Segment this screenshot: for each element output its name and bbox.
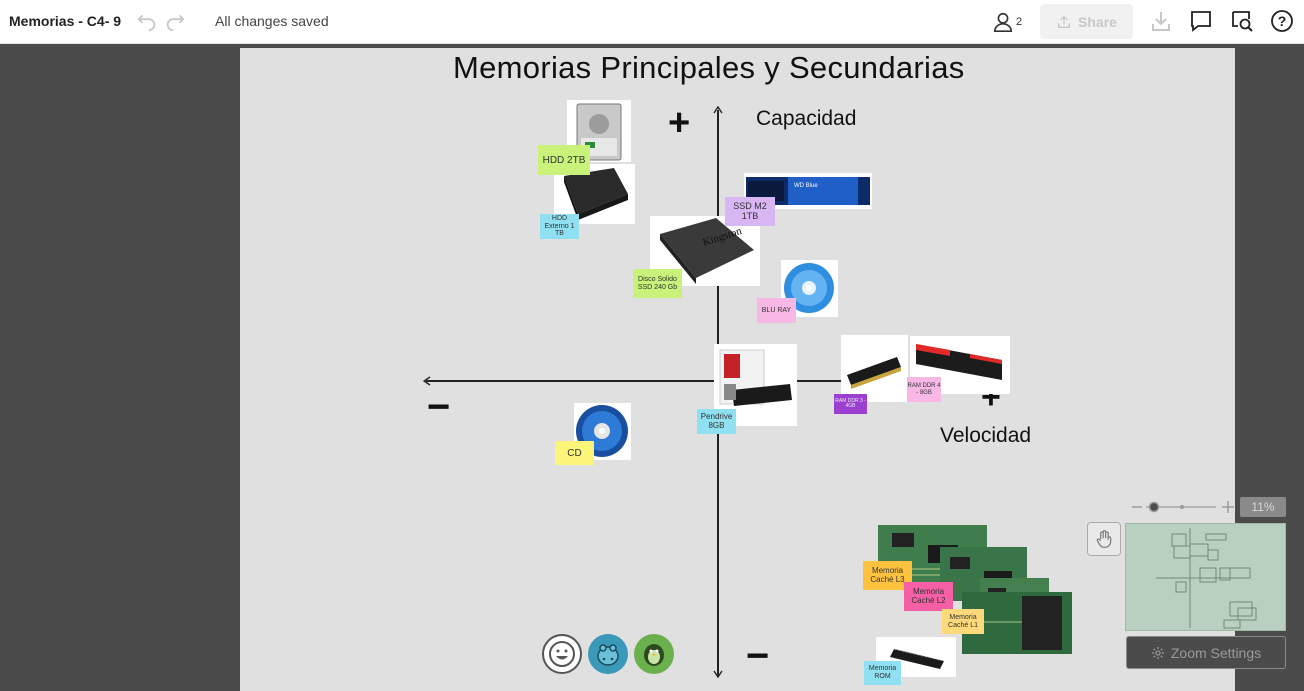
save-status: All changes saved xyxy=(215,13,329,29)
axis-arrow-up-icon xyxy=(713,106,723,114)
pan-hand-button[interactable] xyxy=(1087,522,1121,556)
sticky-ssd-m2[interactable]: SSD M2 1TB xyxy=(725,197,775,226)
minimap-panel[interactable] xyxy=(1125,523,1286,631)
sticky-cache-l3[interactable]: Memoria Caché L3 xyxy=(863,561,912,590)
capacidad-label: Capacidad xyxy=(756,107,857,130)
search-comments-icon[interactable] xyxy=(1230,9,1254,33)
sticky-hdd-2tb[interactable]: HDD 2TB xyxy=(538,145,590,175)
velocidad-label: Velocidad xyxy=(940,424,1032,447)
sticky-pendrive[interactable]: Pendrive 8GB xyxy=(697,409,736,434)
zoom-percentage[interactable]: 11% xyxy=(1240,497,1286,517)
ssd-kingston-image[interactable]: Kingston xyxy=(650,216,760,286)
sticky-cd[interactable]: CD xyxy=(555,441,594,465)
ram-ddr3-image[interactable] xyxy=(841,335,908,402)
zoom-settings-button[interactable]: Zoom Settings xyxy=(1126,636,1286,669)
penguin-icon xyxy=(644,644,664,666)
sticky-rom[interactable]: Memoria ROM xyxy=(864,661,901,685)
undo-icon[interactable] xyxy=(136,10,158,32)
svg-text:?: ? xyxy=(1278,13,1287,29)
zoom-slider[interactable] xyxy=(1130,499,1236,515)
zoom-settings-label: Zoom Settings xyxy=(1170,644,1262,661)
redo-icon[interactable] xyxy=(164,10,186,32)
penguin-avatar[interactable] xyxy=(634,634,674,674)
hippo-avatar[interactable] xyxy=(588,634,628,674)
minus-sign-left: − xyxy=(427,385,451,429)
sticky-cache-l2[interactable]: Memoria Caché L2 xyxy=(904,582,953,611)
collaborators-button[interactable]: 2 xyxy=(992,9,1022,35)
comment-icon[interactable] xyxy=(1189,9,1213,33)
smiley-reaction-button[interactable] xyxy=(542,634,582,674)
axis-arrow-down-icon xyxy=(713,670,723,678)
minus-sign-bottom: − xyxy=(746,634,770,678)
board-title: Memorias Principales y Secundarias xyxy=(453,50,965,85)
smiley-icon xyxy=(549,641,575,667)
share-label: Share xyxy=(1078,13,1117,30)
hippo-icon xyxy=(597,644,619,666)
minimap-preview xyxy=(1156,528,1257,629)
plus-sign-top: + xyxy=(668,102,691,144)
upload-icon xyxy=(1058,15,1071,28)
svg-text:WD Blue: WD Blue xyxy=(794,183,818,189)
sticky-hdd-externo[interactable]: HDD Externo 1 TB xyxy=(540,214,579,239)
document-title[interactable]: Memorias - C4- 9 xyxy=(9,13,122,29)
sticky-blu-ray[interactable]: BLU RAY xyxy=(757,298,796,323)
axis-arrow-left-icon xyxy=(423,376,431,386)
gear-icon xyxy=(1152,646,1164,659)
sticky-ram-ddr4[interactable]: RAM DDR 4 - 8GB xyxy=(907,377,941,402)
sticky-ram-ddr3[interactable]: RAM DDR 3 - 4GB xyxy=(834,394,867,414)
sticky-disco-solido[interactable]: Disco Solido SSD 240 Gb xyxy=(633,269,682,298)
top-bar: Memorias - C4- 9 All changes saved 2 Sha… xyxy=(0,0,1304,44)
download-icon[interactable] xyxy=(1149,9,1173,33)
help-icon[interactable]: ? xyxy=(1270,9,1294,33)
user-icon xyxy=(993,12,1013,32)
sticky-cache-l1[interactable]: Memoria Caché L1 xyxy=(942,609,984,634)
collaborators-count: 2 xyxy=(1016,16,1023,28)
share-button[interactable]: Share xyxy=(1040,4,1133,39)
hand-icon xyxy=(1096,530,1112,548)
